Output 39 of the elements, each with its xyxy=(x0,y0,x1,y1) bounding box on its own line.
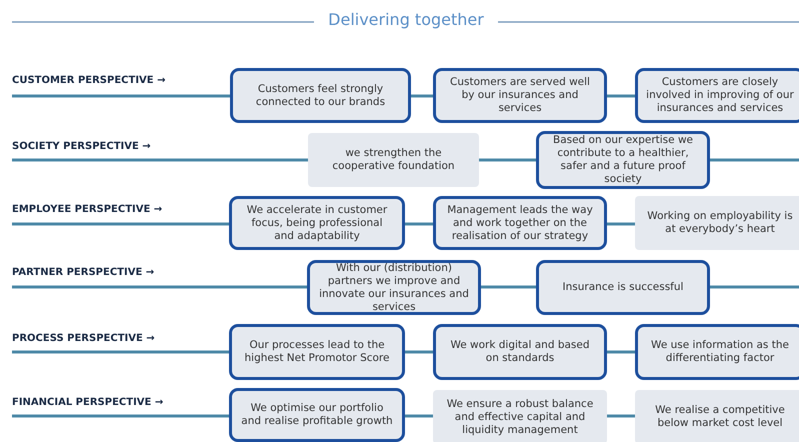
statement-box: Based on our expertise we contribute to a healthier, safer and a future proof society xyxy=(536,131,710,189)
connector-line xyxy=(405,414,433,418)
connector-line xyxy=(12,222,229,226)
row-heading: PARTNER PERSPECTIVE → xyxy=(12,266,212,290)
connector-line xyxy=(12,414,229,418)
connector-line xyxy=(607,350,635,354)
connector-line xyxy=(12,286,307,288)
row-heading: EMPLOYEE PERSPECTIVE → xyxy=(12,203,212,227)
connector-line xyxy=(607,222,635,226)
statement-box: We accelerate in customer focus, being professional and adaptability xyxy=(229,196,405,250)
connector-line xyxy=(607,414,635,418)
statement-box: We ensure a robust balance and effective capital and liquidity management xyxy=(433,390,607,442)
statement-box: we strengthen the cooperative foundation xyxy=(308,133,479,187)
statement-box: Our processes lead to the highest Net Promotor Score xyxy=(229,324,405,380)
statement-box: With our (distribution) partners we improve and innovate our insurances and services xyxy=(307,260,481,315)
statement-box: Customers feel strongly connected to our brands xyxy=(230,68,411,123)
connector-line xyxy=(12,94,230,98)
statement-box: We realise a competitive below market cost level xyxy=(635,390,799,442)
row-heading: PROCESS PERSPECTIVE → xyxy=(12,332,212,356)
connector-line xyxy=(12,158,308,162)
statement-box: We optimise our portfolio and realise profitable growth xyxy=(229,388,405,442)
statement-box: Management leads the way and work together on the realisation of our strategy xyxy=(433,196,607,250)
connector-line xyxy=(405,222,433,226)
statement-box: Customers are served well by our insurances and services xyxy=(433,68,607,123)
row-heading: FINANCIAL PERSPECTIVE → xyxy=(12,396,212,420)
statement-box: Customers are closely involved in improving of our insurances and services xyxy=(635,68,799,123)
connector-line xyxy=(481,286,536,288)
diagram-title: Delivering together xyxy=(327,10,485,29)
connector-line xyxy=(607,94,635,98)
row-heading: SOCIETY PERSPECTIVE → xyxy=(12,140,212,164)
connector-line xyxy=(12,350,229,354)
statement-box: We work digital and based on standards xyxy=(433,324,607,380)
connector-line xyxy=(405,350,433,354)
connector-line xyxy=(411,94,433,98)
row-heading: CUSTOMER PERSPECTIVE → xyxy=(12,74,212,98)
statement-box: We use information as the differentiating factor xyxy=(635,324,799,380)
statement-box: Insurance is successful xyxy=(536,260,710,315)
statement-box: Working on employability is at everybody’s heart xyxy=(635,196,799,250)
connector-line xyxy=(479,158,536,162)
